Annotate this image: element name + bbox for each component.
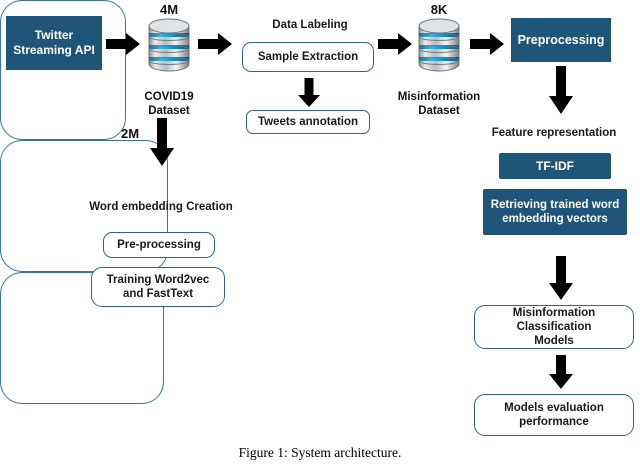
- container-feature-representation: [0, 140, 168, 272]
- label-misinformation-dataset: Misinformation Dataset: [397, 91, 481, 117]
- figure-caption: Figure 1: System architecture.: [238, 445, 402, 460]
- arrow-labeling-to-misinfo: [378, 33, 412, 55]
- arrow-covid-to-labeling: [198, 33, 232, 55]
- node-pre-processing: Pre-processing: [103, 232, 215, 258]
- arrow-api-to-covid: [106, 33, 140, 55]
- arrow-classification-to-evaluation: [549, 355, 573, 389]
- container-feature-representation-title: Feature representation: [491, 127, 617, 139]
- database-cylinder-icon-covid: [146, 18, 192, 72]
- node-retrieving-trained-word-embedding-vectors: Retrieving trained word embedding vector…: [483, 189, 627, 235]
- node-misinformation-classification-models: Misinformation Classification Models: [474, 305, 634, 349]
- container-data-labeling-title: Data Labeling: [272, 19, 348, 31]
- node-tweets-annotation: Tweets annotation: [246, 110, 370, 134]
- label-two-million: 2M: [120, 126, 140, 141]
- node-tf-idf: TF-IDF: [499, 153, 611, 179]
- container-word-embedding-creation-title: Word embedding Creation: [89, 201, 233, 213]
- arrow-sample-to-tweets: [298, 78, 320, 107]
- label-covid-count: 4M: [159, 2, 179, 17]
- arrow-preprocessing-to-feature: [549, 66, 573, 114]
- label-misinformation-count: 8K: [430, 2, 448, 17]
- arrow-covid-to-wordembedding: [150, 118, 174, 166]
- node-preprocessing: Preprocessing: [511, 18, 611, 62]
- node-twitter-streaming-api-label: Twitter Streaming API: [13, 28, 95, 57]
- label-covid-dataset: COVID19 Dataset: [144, 91, 194, 117]
- database-cylinder-icon-misinformation: [416, 18, 462, 72]
- arrow-misinfo-to-preprocessing: [470, 33, 504, 55]
- node-twitter-streaming-api: Twitter Streaming API: [6, 16, 102, 70]
- node-sample-extraction: Sample Extraction: [242, 42, 374, 72]
- node-training-word2vec-fasttext: Training Word2vec and FastText: [91, 267, 225, 307]
- arrow-feature-to-classification: [549, 256, 573, 300]
- node-models-evaluation-performance: Models evaluation performance: [474, 394, 634, 436]
